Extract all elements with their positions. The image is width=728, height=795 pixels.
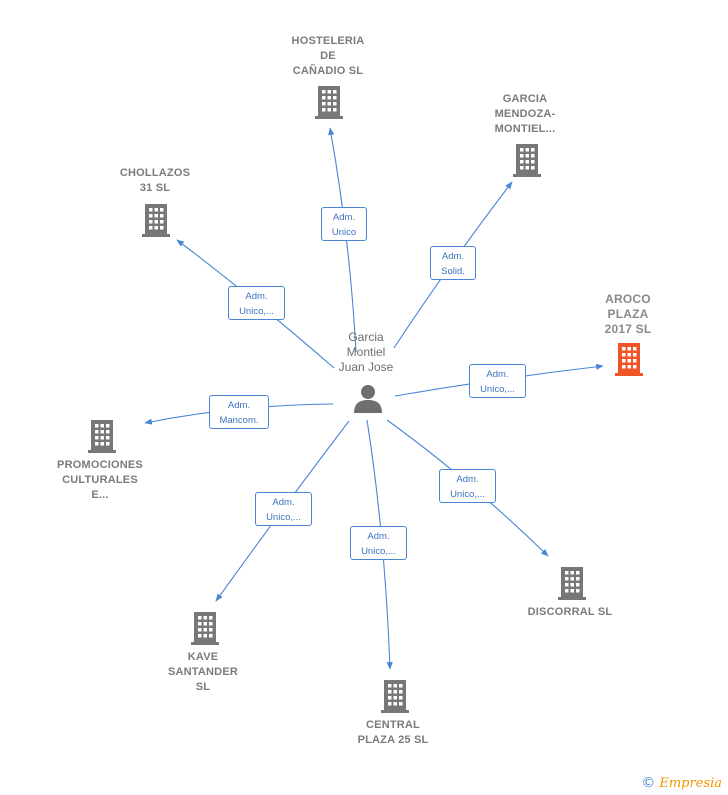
node-label-promociones-line: CULTURALES xyxy=(62,474,138,486)
edge-label-line: Adm. xyxy=(272,497,295,508)
edge-label-aroco[interactable]: Adm. Unico,... xyxy=(469,364,526,398)
node-label-aroco-line: 2017 SL xyxy=(604,322,652,336)
node-label-central-line: CENTRAL xyxy=(366,719,420,731)
node-label-kave-line: SL xyxy=(195,681,211,693)
node-label-promociones-line: PROMOCIONES xyxy=(57,459,143,471)
node-label-hosteleria[interactable]: HOSTELERIA DE CAÑADIO SL xyxy=(268,34,388,79)
edge-label-line: Unico,... xyxy=(266,512,301,523)
node-label-garcia-mendoza-line: MONTIEL... xyxy=(494,123,556,135)
edge-label-chollazos[interactable]: Adm. Unico,... xyxy=(228,286,285,320)
edge-label-promociones[interactable]: Adm. Mancom. xyxy=(209,395,269,429)
edge-label-line: Adm. xyxy=(332,212,356,223)
edge-label-discorral[interactable]: Adm. Unico,... xyxy=(439,469,496,503)
edge-label-garcia-mendoza[interactable]: Adm. Solid. xyxy=(430,246,476,280)
edge-label-line: Unico,... xyxy=(450,489,485,500)
edge-label-line: Adm. xyxy=(441,251,465,262)
edge-label-line: Solid. xyxy=(441,266,465,277)
copyright-icon: © xyxy=(641,775,656,791)
building-icon[interactable] xyxy=(190,610,220,646)
node-label-garcia-mendoza-line: MENDOZA- xyxy=(494,108,556,120)
node-label-hosteleria-line: DE xyxy=(320,50,336,62)
brand-footer: ©Empresia xyxy=(641,775,722,791)
node-label-central-line: PLAZA 25 SL xyxy=(357,734,429,746)
brand-name: Empresia xyxy=(659,776,722,791)
edge-label-line: Adm. xyxy=(456,474,479,485)
edge-label-line: Unico xyxy=(331,227,357,238)
building-icon[interactable] xyxy=(614,341,644,377)
node-label-promociones-line: E... xyxy=(91,489,109,501)
center-person-label-line: Juan Jose xyxy=(338,360,394,374)
person-icon[interactable] xyxy=(352,383,384,413)
edge-label-line: Unico,... xyxy=(361,546,396,557)
node-label-discorral-line: DISCORRAL SL xyxy=(527,606,613,618)
edge-label-line: Mancom. xyxy=(219,415,259,426)
building-icon[interactable] xyxy=(87,418,117,454)
node-label-kave[interactable]: KAVE SANTANDER SL xyxy=(143,650,263,695)
edge-label-line: Unico,... xyxy=(239,306,274,317)
node-label-hosteleria-line: CAÑADIO SL xyxy=(292,65,364,77)
building-icon[interactable] xyxy=(314,84,344,120)
node-label-garcia-mendoza-line: GARCIA xyxy=(502,93,548,105)
edge-label-kave[interactable]: Adm. Unico,... xyxy=(255,492,312,526)
node-label-promociones[interactable]: PROMOCIONES CULTURALES E... xyxy=(40,458,160,503)
building-icon[interactable] xyxy=(512,142,542,178)
edge-label-line: Adm. xyxy=(227,400,251,411)
node-label-garcia-mendoza[interactable]: GARCIA MENDOZA- MONTIEL... xyxy=(465,92,585,137)
center-person-label-line: Montiel xyxy=(346,345,386,359)
node-label-discorral[interactable]: DISCORRAL SL xyxy=(510,605,630,620)
building-icon[interactable] xyxy=(141,202,171,238)
edge-label-line: Adm. xyxy=(367,531,390,542)
edge-label-central[interactable]: Adm. Unico,... xyxy=(350,526,407,560)
node-label-kave-line: SANTANDER xyxy=(167,666,239,678)
edge-label-line: Unico,... xyxy=(480,384,515,395)
node-label-aroco-line: AROCO xyxy=(605,292,651,306)
center-person-label-line: Garcia xyxy=(348,330,384,344)
building-icon[interactable] xyxy=(380,678,410,714)
edge-label-hosteleria[interactable]: Adm. Unico xyxy=(321,207,367,241)
edge-label-line: Adm. xyxy=(486,369,509,380)
node-label-aroco-line: PLAZA xyxy=(607,307,649,321)
node-label-central[interactable]: CENTRAL PLAZA 25 SL xyxy=(333,718,453,748)
node-label-hosteleria-line: HOSTELERIA xyxy=(291,35,365,47)
node-label-kave-line: KAVE xyxy=(187,651,219,663)
edge-label-line: Adm. xyxy=(245,291,268,302)
node-label-chollazos-line: CHOLLAZOS xyxy=(119,167,191,179)
node-label-chollazos[interactable]: CHOLLAZOS 31 SL xyxy=(95,166,215,196)
building-icon[interactable] xyxy=(557,565,587,601)
node-label-chollazos-line: 31 SL xyxy=(139,182,171,194)
